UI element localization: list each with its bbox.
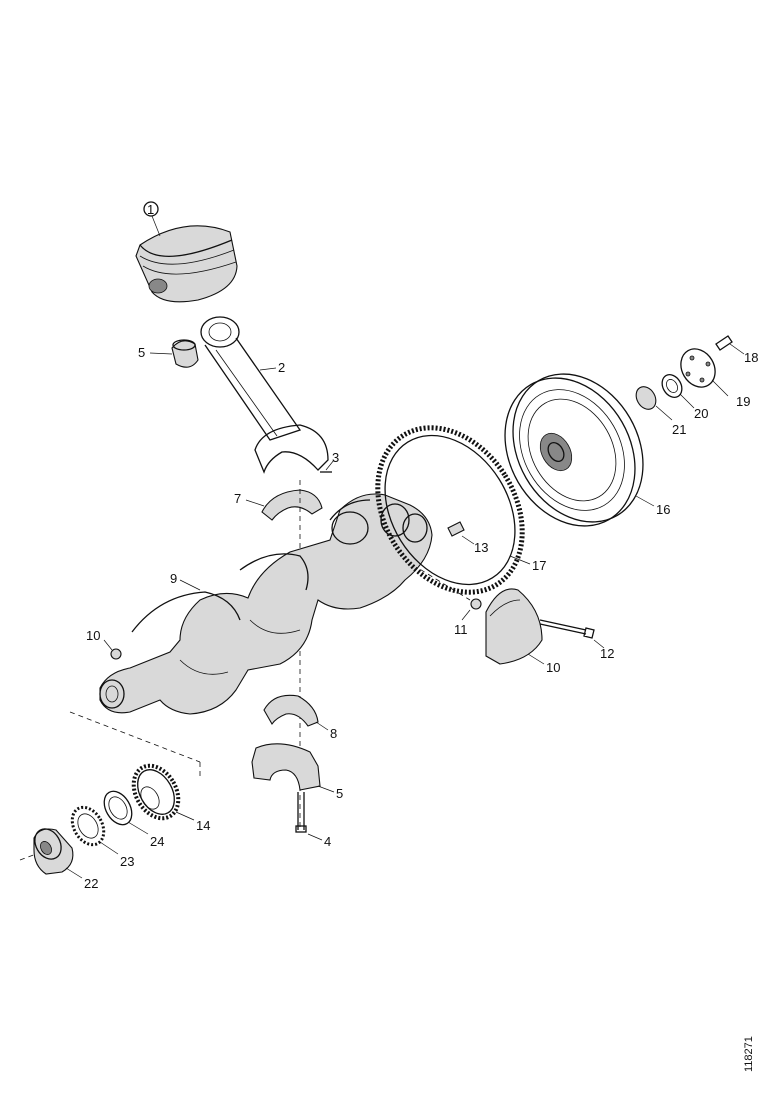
callout-ring-gear: 17 — [532, 558, 546, 573]
callout-front-seal: 23 — [120, 854, 134, 869]
callout-connecting-rod: 2 — [278, 360, 285, 375]
callout-crankshaft-dowel: 11 — [454, 622, 468, 637]
small-end-bush: 5 — [138, 339, 199, 368]
front-pulley-hub: 22 — [33, 828, 98, 891]
crankshaft: 9 — [99, 493, 433, 715]
drive-plate: 16 — [504, 373, 670, 527]
callout-drive-plate-bolt: 13 — [474, 540, 488, 555]
big-end-shell-upper: 7 — [234, 489, 323, 521]
callout-adaptor-plate: 19 — [736, 394, 750, 409]
main-bearing-cap: 5 — [251, 743, 343, 801]
callout-timing-spacer: 24 — [150, 834, 164, 849]
callout-main-shell: 8 — [330, 726, 337, 741]
callout-crank-dowel-left: 10 — [86, 628, 100, 643]
adaptor-plate-bolt: 18 — [715, 335, 758, 365]
callout-spigot-bush: 21 — [672, 422, 686, 437]
weight-bolt: 12 — [539, 619, 614, 661]
main-shell-lower: 8 — [263, 694, 337, 741]
callout-crank-dowel-right: 10 — [546, 660, 560, 675]
callout-main-cap-bolt: 4 — [324, 834, 331, 849]
callout-adaptor-plate-bolt: 18 — [744, 350, 758, 365]
callout-spacer: 20 — [694, 406, 708, 421]
callout-front-pulley-hub: 22 — [84, 876, 98, 891]
crankshaft-dowel: 11 — [454, 598, 482, 637]
drive-plate-bolt: 13 — [447, 521, 488, 555]
callout-small-end-bush: 5 — [138, 345, 145, 360]
callout-main-bearing-cap: 5 — [336, 786, 343, 801]
spigot-bush: 21 — [635, 386, 686, 437]
document-number: 118271 — [743, 1036, 755, 1072]
spacer: 20 — [661, 374, 708, 421]
balance-weight-right: 10 — [485, 588, 560, 675]
timing-spacer: 24 — [103, 790, 164, 849]
connecting-rod: 2 — [200, 316, 329, 474]
timing-gear: 14 — [131, 763, 210, 833]
callout-big-end-shell: 7 — [234, 491, 241, 506]
front-axis-line — [69, 711, 201, 763]
rod-cap-dowel: 3 — [320, 450, 339, 473]
callout-rod-cap-dowel: 3 — [332, 450, 339, 465]
front-seal: 23 — [70, 805, 134, 869]
callout-drive-plate: 16 — [656, 502, 670, 517]
callout-weight-bolt: 12 — [600, 646, 614, 661]
adaptor-plate: 19 — [680, 348, 750, 409]
callout-crankshaft: 9 — [170, 571, 177, 586]
callout-piston: 1 — [147, 202, 154, 217]
piston: 1 — [135, 201, 238, 303]
callout-timing-gear: 14 — [196, 818, 210, 833]
ring-gear: 17 — [375, 425, 546, 595]
main-cap-bolt: 4 — [295, 792, 331, 849]
crank-dowel-left: 10 — [86, 628, 122, 660]
